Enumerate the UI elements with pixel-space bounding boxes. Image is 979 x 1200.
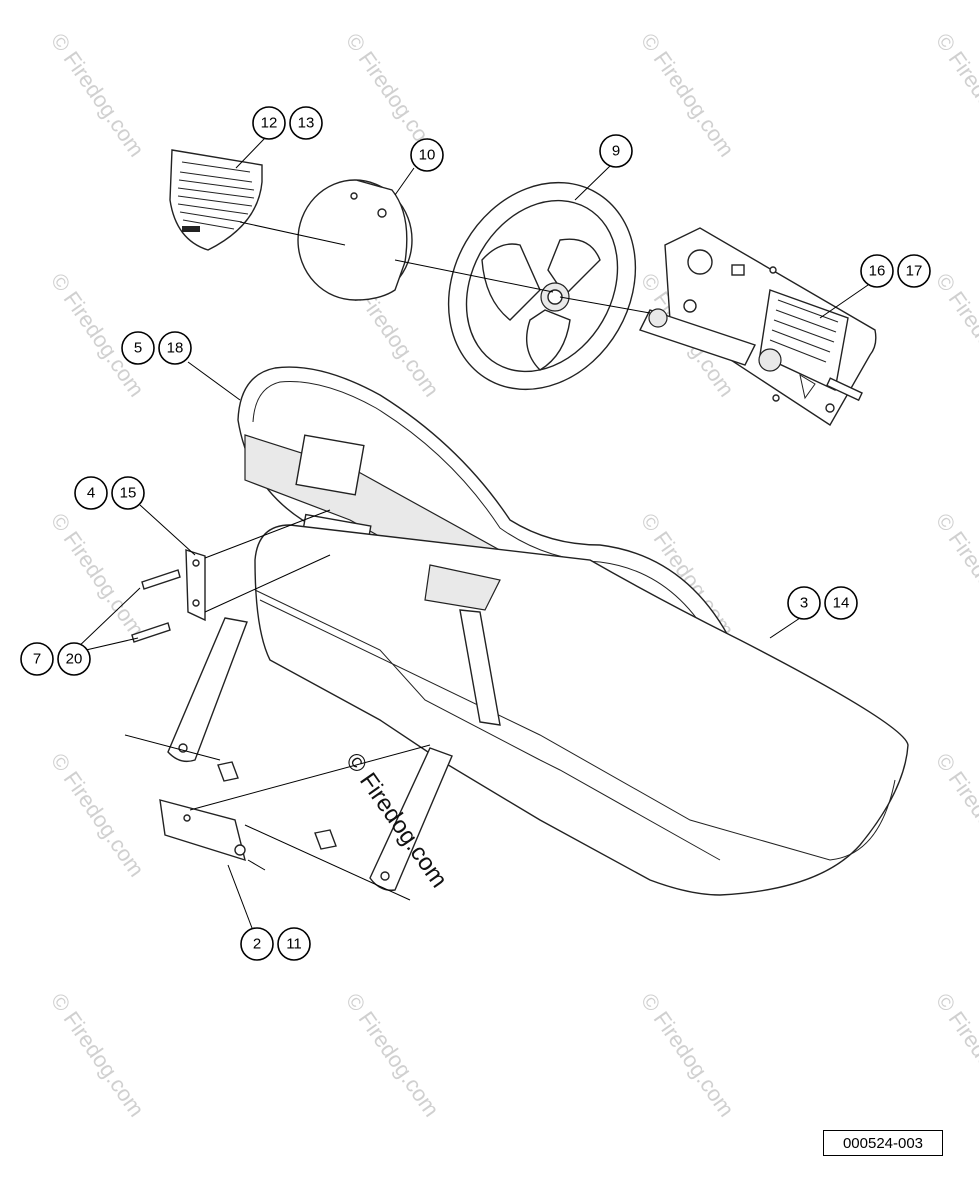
hinge-bracket bbox=[131, 549, 206, 643]
watermark-text: © Firedog.com bbox=[46, 29, 149, 162]
callout-17-label: 17 bbox=[906, 263, 923, 280]
callout-20-label: 20 bbox=[66, 651, 83, 668]
callout-10: 10 bbox=[410, 138, 444, 172]
watermark-text: © Firedog.com bbox=[931, 269, 979, 402]
callout-4-label: 4 bbox=[87, 485, 95, 502]
callout-11: 11 bbox=[277, 927, 311, 961]
callout-9: 9 bbox=[599, 134, 633, 168]
warning-decal bbox=[169, 149, 263, 251]
seat-support-arms bbox=[124, 617, 453, 901]
callout-5: 5 bbox=[121, 331, 155, 365]
callout-7: 7 bbox=[20, 642, 54, 676]
callout-17: 17 bbox=[897, 254, 931, 288]
callout-16-label: 16 bbox=[869, 263, 886, 280]
callout-11-label: 11 bbox=[286, 936, 302, 953]
reference-code: 000524-003 bbox=[823, 1130, 943, 1156]
leader-lines bbox=[74, 137, 869, 929]
callout-5-label: 5 bbox=[134, 340, 142, 357]
callout-2-label: 2 bbox=[253, 936, 261, 953]
callout-18-label: 18 bbox=[167, 340, 184, 357]
callout-4: 4 bbox=[74, 476, 108, 510]
watermark-text: © Firedog.com bbox=[931, 749, 979, 882]
callout-16: 16 bbox=[860, 254, 894, 288]
callout-10-label: 10 bbox=[419, 147, 436, 164]
watermark-text: © Firedog.com bbox=[636, 29, 739, 162]
watermark-text: © Firedog.com bbox=[46, 989, 149, 1122]
callout-7-label: 7 bbox=[33, 651, 41, 668]
watermark-text: © Firedog.com bbox=[931, 509, 979, 642]
watermark-text: © Firedog.com bbox=[931, 29, 979, 162]
callout-12: 12 bbox=[252, 106, 286, 140]
callout-9-label: 9 bbox=[612, 143, 620, 160]
callout-14-label: 14 bbox=[833, 595, 850, 612]
callout-14: 14 bbox=[824, 586, 858, 620]
watermark-text: © Firedog.com bbox=[931, 989, 979, 1122]
seat-bottom bbox=[254, 524, 909, 896]
callout-13-label: 13 bbox=[298, 115, 315, 132]
watermark-text: © Firedog.com bbox=[46, 749, 149, 882]
callout-20: 20 bbox=[57, 642, 91, 676]
callout-15-label: 15 bbox=[120, 485, 137, 502]
steering-cover bbox=[297, 179, 413, 301]
watermark-text: © Firedog.com bbox=[46, 509, 149, 642]
dash-panel bbox=[639, 227, 877, 426]
callout-3-label: 3 bbox=[800, 595, 808, 612]
callout-18: 18 bbox=[158, 331, 192, 365]
callout-3: 3 bbox=[787, 586, 821, 620]
steering-wheel bbox=[447, 181, 637, 391]
callout-12-label: 12 bbox=[261, 115, 278, 132]
watermark-text: © Firedog.com bbox=[341, 989, 444, 1122]
callout-13: 13 bbox=[289, 106, 323, 140]
watermark-text: © Firedog.com bbox=[636, 989, 739, 1122]
callout-2: 2 bbox=[240, 927, 274, 961]
callout-15: 15 bbox=[111, 476, 145, 510]
